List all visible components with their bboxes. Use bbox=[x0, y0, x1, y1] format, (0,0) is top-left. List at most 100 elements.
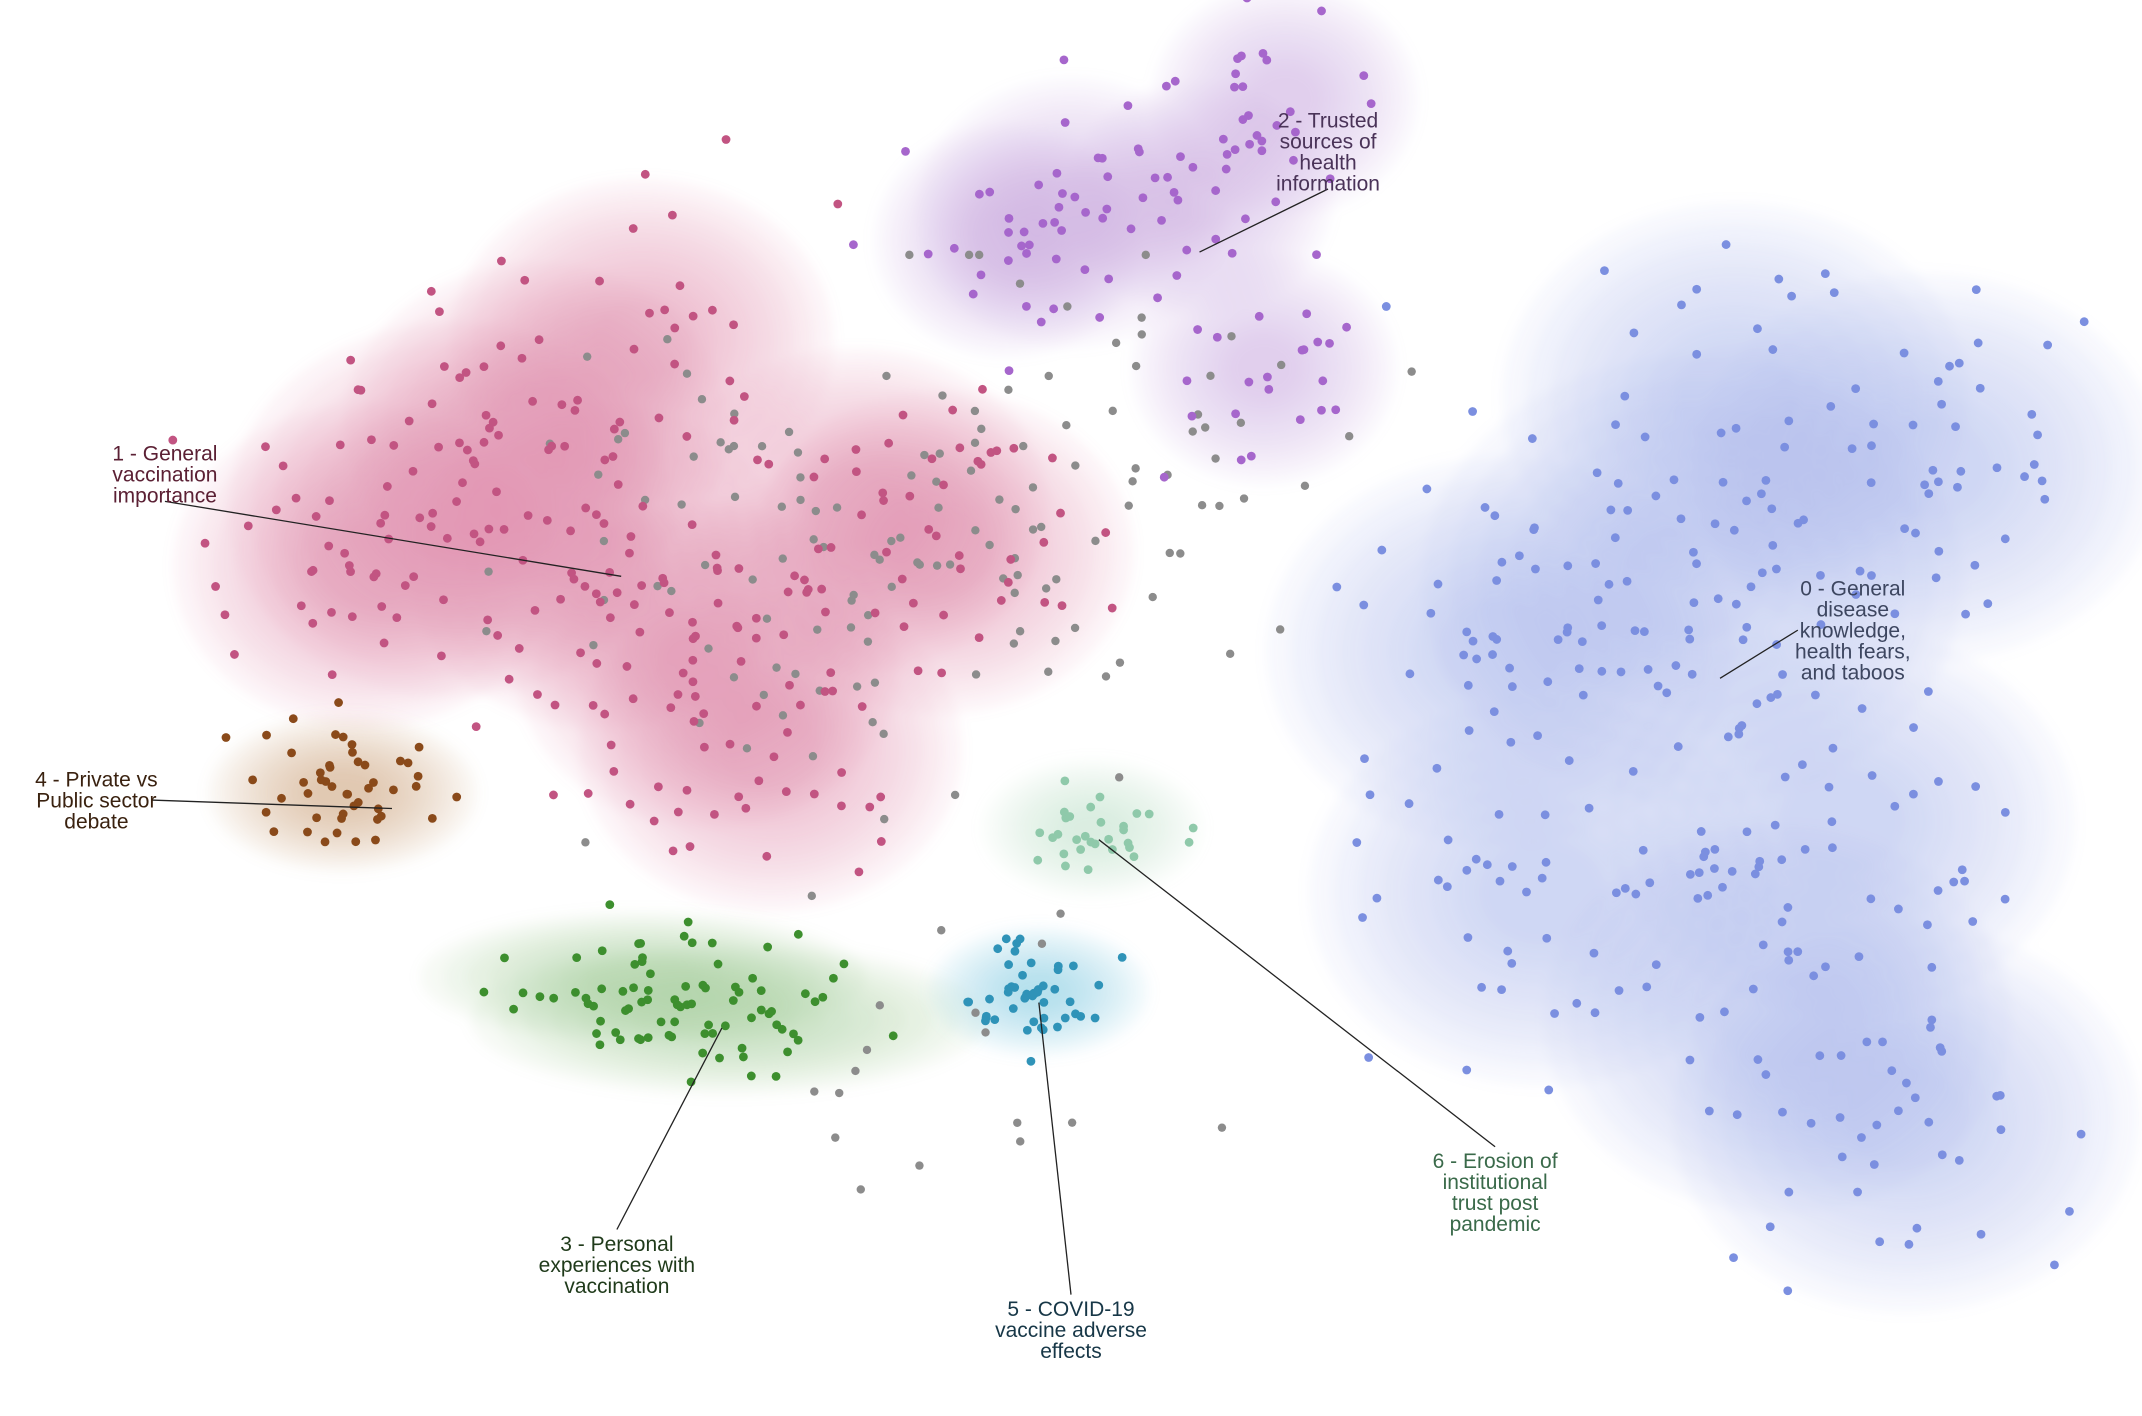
cluster-0-point bbox=[1867, 441, 1876, 451]
cluster-1-point bbox=[296, 601, 306, 611]
cluster-4-point bbox=[371, 835, 380, 845]
cluster-3-point bbox=[707, 938, 717, 948]
cluster-5-point bbox=[1117, 952, 1127, 962]
cluster-1-point bbox=[876, 837, 886, 846]
cluster-2-point bbox=[1227, 248, 1237, 258]
cluster-4-point bbox=[396, 756, 405, 766]
cluster-1-point bbox=[382, 482, 392, 491]
cluster-1-point bbox=[556, 594, 565, 604]
cluster-2-point bbox=[1325, 339, 1334, 348]
cluster-1-point bbox=[230, 650, 239, 659]
cluster-0-point bbox=[1734, 729, 1744, 739]
cluster-0-point bbox=[1544, 1085, 1554, 1095]
cluster-0-point bbox=[1928, 465, 1938, 475]
cluster-4-point bbox=[337, 814, 346, 823]
cluster-1-point bbox=[876, 792, 886, 802]
cluster-1-point bbox=[668, 846, 678, 856]
cluster-0-point bbox=[1490, 511, 1500, 521]
cluster-3-point bbox=[618, 986, 628, 996]
cluster-1-point bbox=[470, 459, 480, 469]
cluster-0-point bbox=[1934, 777, 1943, 786]
cluster-5-point bbox=[1004, 960, 1014, 969]
cluster-1-point bbox=[613, 480, 623, 489]
outlier-point bbox=[1128, 477, 1137, 486]
outlier-point bbox=[849, 590, 858, 600]
cluster-1-point bbox=[408, 466, 418, 476]
outlier-point bbox=[950, 790, 960, 800]
cluster-1-point bbox=[908, 598, 918, 608]
cluster-1-point bbox=[520, 275, 530, 285]
cluster-0-point bbox=[1761, 475, 1771, 485]
cluster-0-point bbox=[1640, 432, 1650, 442]
outlier-point bbox=[1004, 385, 1013, 395]
cluster-3-point bbox=[793, 929, 803, 939]
leader-line bbox=[1719, 629, 1799, 679]
outlier-point bbox=[682, 369, 692, 378]
cluster-4-point bbox=[414, 742, 424, 752]
outlier-point bbox=[811, 506, 821, 516]
cluster-3-point bbox=[595, 1040, 605, 1050]
cluster-1-point bbox=[475, 537, 485, 547]
cluster-5-point bbox=[1050, 984, 1060, 994]
outlier-point bbox=[589, 640, 598, 650]
cluster-3-point bbox=[698, 1048, 708, 1058]
cluster-2-point bbox=[985, 187, 995, 197]
cluster-1-point bbox=[913, 666, 923, 676]
cluster-0-point bbox=[1911, 528, 1920, 538]
cluster-2-point bbox=[1034, 180, 1044, 190]
cluster-1-point bbox=[682, 785, 692, 795]
cluster-2-point bbox=[1038, 218, 1048, 228]
cluster-1-point bbox=[956, 564, 965, 574]
cluster-1-point bbox=[1057, 601, 1067, 611]
cluster-1-point bbox=[533, 690, 542, 699]
outlier-point bbox=[1037, 939, 1047, 948]
cluster-4-point bbox=[269, 827, 279, 837]
cluster-0-point bbox=[1616, 667, 1626, 677]
cluster-1-point bbox=[1040, 597, 1050, 607]
outlier-point bbox=[1176, 549, 1185, 558]
points-cluster-4 bbox=[221, 698, 462, 847]
cluster-2-point bbox=[1193, 325, 1203, 334]
outlier-point bbox=[1188, 427, 1197, 436]
cluster-0-point bbox=[1770, 820, 1780, 830]
cluster-3-point bbox=[518, 988, 528, 998]
cluster-3-point bbox=[700, 1029, 710, 1039]
cluster-2-point bbox=[1097, 153, 1107, 163]
cluster-1-point bbox=[379, 638, 389, 648]
cluster-1-point bbox=[426, 522, 436, 531]
cluster-2-point bbox=[1157, 215, 1166, 225]
cluster-6-point bbox=[1132, 809, 1142, 818]
outlier-point bbox=[970, 406, 980, 416]
density-level bbox=[1478, 839, 1606, 945]
cluster-0-point bbox=[1826, 402, 1836, 411]
outlier-point bbox=[796, 473, 805, 482]
cluster-0-point bbox=[1685, 869, 1695, 879]
cluster-3-point bbox=[704, 1020, 713, 1030]
cluster-0-point bbox=[1867, 771, 1877, 780]
cluster-0-point bbox=[1875, 1237, 1885, 1247]
cluster-1-point bbox=[278, 461, 288, 471]
cluster-0-point bbox=[1920, 480, 1930, 490]
outlier-point bbox=[880, 814, 889, 824]
outlier-point bbox=[482, 626, 491, 636]
outlier-point bbox=[1051, 636, 1060, 646]
cluster-1-point bbox=[458, 478, 467, 488]
cluster-4-point bbox=[427, 813, 437, 823]
cluster-0-point bbox=[1727, 866, 1737, 876]
cluster-6-point bbox=[1125, 843, 1134, 852]
cluster-0-point bbox=[1472, 654, 1482, 664]
cluster-6-point bbox=[1059, 849, 1069, 859]
cluster-0-point bbox=[1971, 285, 1981, 295]
cluster-1-point bbox=[1107, 603, 1117, 613]
cluster-label-line: vaccine adverse bbox=[995, 1319, 1147, 1342]
cluster-0-point bbox=[1847, 444, 1857, 454]
cluster-2-point bbox=[1312, 250, 1321, 260]
cluster-1-point bbox=[504, 674, 514, 684]
cluster-4-point bbox=[403, 758, 413, 768]
outlier-point bbox=[934, 503, 943, 512]
cluster-label-line: vaccination bbox=[112, 464, 217, 487]
cluster-label-line: health fears, bbox=[1795, 640, 1911, 663]
cluster-0-point bbox=[1973, 338, 1983, 348]
cluster-1-point bbox=[592, 659, 602, 668]
cluster-1-point bbox=[927, 454, 937, 464]
